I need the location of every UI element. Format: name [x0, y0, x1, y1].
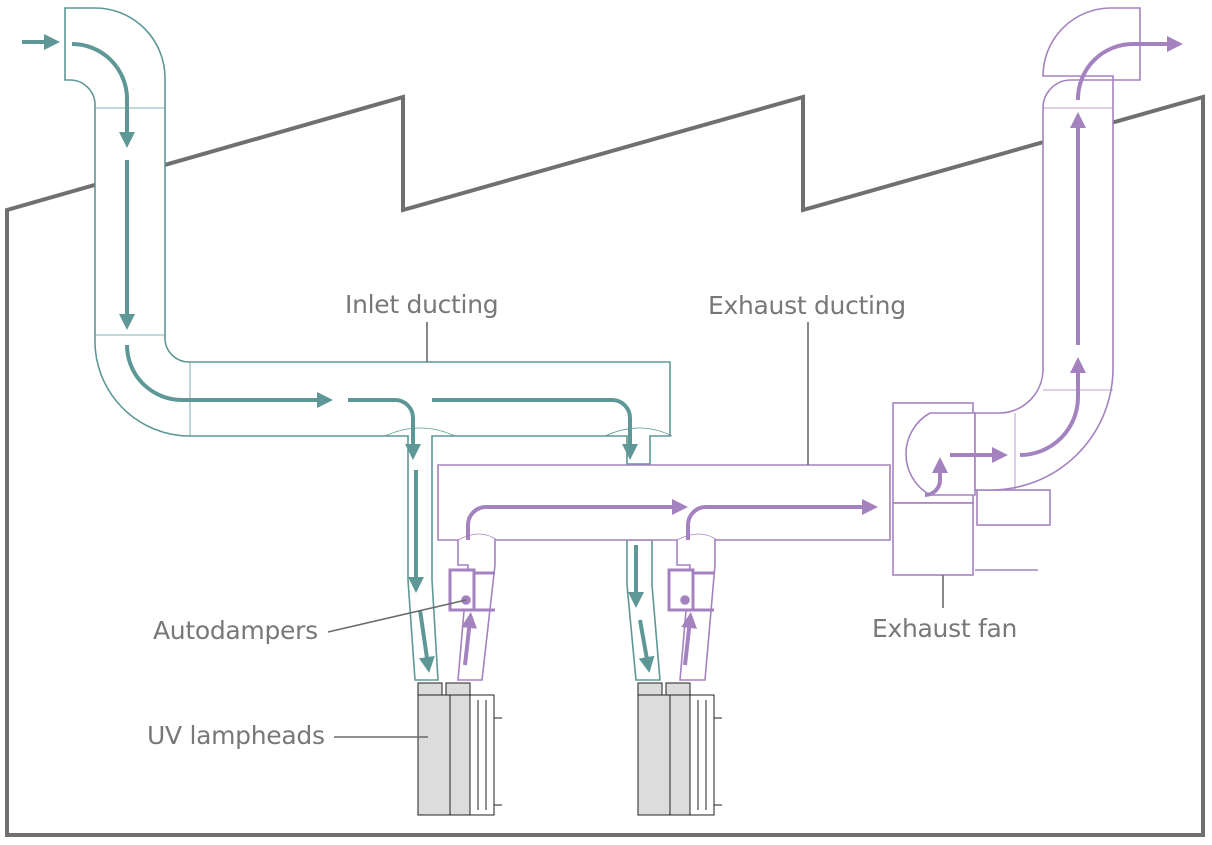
exhaust-airflow-arrows — [461, 36, 1183, 666]
exhaust-fan-label: Exhaust fan — [872, 614, 1018, 643]
uv-lamphead-1 — [417, 682, 502, 816]
inlet-ducting — [64, 7, 673, 681]
exhaust-ducting — [437, 7, 1141, 681]
exhaust-ducting-label: Exhaust ducting — [708, 291, 906, 320]
uv-lamphead-2 — [637, 682, 722, 816]
inlet-ducting-label: Inlet ducting — [345, 290, 499, 319]
inlet-airflow-arrows — [22, 34, 655, 673]
autodampers-label: Autodampers — [153, 616, 318, 645]
autodampers-leader — [327, 599, 467, 633]
uv-lampheads-label: UV lampheads — [147, 721, 325, 750]
